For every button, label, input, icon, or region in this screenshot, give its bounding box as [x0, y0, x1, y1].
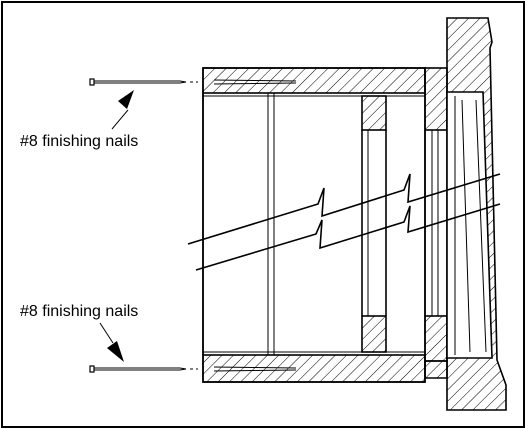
bottom-wall-section [202, 354, 426, 383]
bottom-callout-arrow [99, 322, 124, 362]
top-callout-arrow [111, 90, 134, 130]
inner-ring [361, 95, 387, 353]
bottom-callout-label: #8 finishing nails [20, 303, 138, 320]
flange [424, 17, 507, 411]
right-collar [424, 67, 448, 362]
inner-divider [267, 93, 275, 355]
bottom-nail [89, 365, 297, 373]
shaft [187, 173, 501, 271]
sleeve-body [202, 67, 426, 383]
top-nail [89, 78, 297, 86]
top-callout-label: #8 finishing nails [20, 133, 138, 150]
